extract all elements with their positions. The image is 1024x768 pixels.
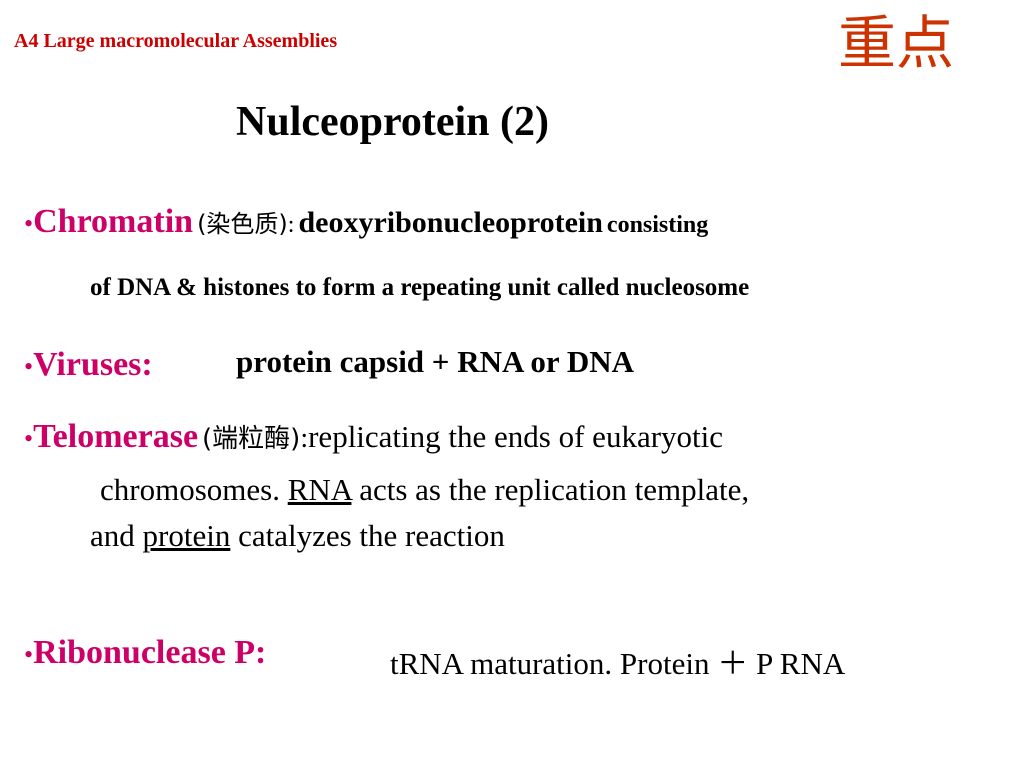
line3-a: and <box>90 518 135 553</box>
separator: : <box>287 212 295 238</box>
header-label: A4 Large macromolecular Assemblies <box>14 30 338 52</box>
cn-gloss-telomerase: (端粒酶) <box>202 424 301 454</box>
key-point-tag: 重点 <box>838 9 955 77</box>
rna-underlined: RNA <box>287 472 352 507</box>
protein-underlined: protein <box>142 518 231 553</box>
telomerase-definition: replicating the ends of eukaryotic <box>308 419 724 454</box>
term-viruses: Viruses: <box>33 346 153 383</box>
definition-bold: deoxyribonucleoprotein <box>298 206 603 239</box>
telomerase-line3: and protein catalyzes the reaction <box>90 518 505 554</box>
bullet-marker: • <box>24 640 34 669</box>
line3-b: catalyzes the reaction <box>238 518 505 553</box>
ribonuclease-definition: tRNA maturation. Protein ＋ P RNA <box>390 646 846 681</box>
bullet-chromatin: •Chromatin (染色质): deoxyribonucleoprotein… <box>24 203 708 241</box>
separator: : <box>300 423 309 454</box>
cn-gloss-chromatin: (染色质) <box>197 210 288 238</box>
bullet-telomerase: •Telomerase (端粒酶):replicating the ends o… <box>24 418 723 456</box>
bullet-marker: • <box>24 424 34 453</box>
bullet-viruses: •Viruses: <box>24 346 153 384</box>
line2-b: acts as the replication template, <box>359 472 750 507</box>
term-ribonuclease-p: Ribonuclease P: <box>33 634 267 671</box>
chromatin-line2: of DNA & histones to form a repeating un… <box>90 274 750 301</box>
bullet-marker: • <box>24 209 34 238</box>
line2-a: chromosomes. <box>100 472 280 507</box>
term-telomerase: Telomerase <box>33 418 199 455</box>
definition-rest: consisting <box>606 212 709 238</box>
telomerase-line2: chromosomes. RNA acts as the replication… <box>100 472 749 508</box>
bullet-marker: • <box>24 352 34 381</box>
bullet-ribonuclease: •Ribonuclease P: <box>24 634 266 672</box>
viruses-definition: protein capsid + RNA or DNA <box>236 344 635 379</box>
slide-title: Nulceoprotein (2) <box>236 99 550 145</box>
term-chromatin: Chromatin <box>33 203 194 240</box>
